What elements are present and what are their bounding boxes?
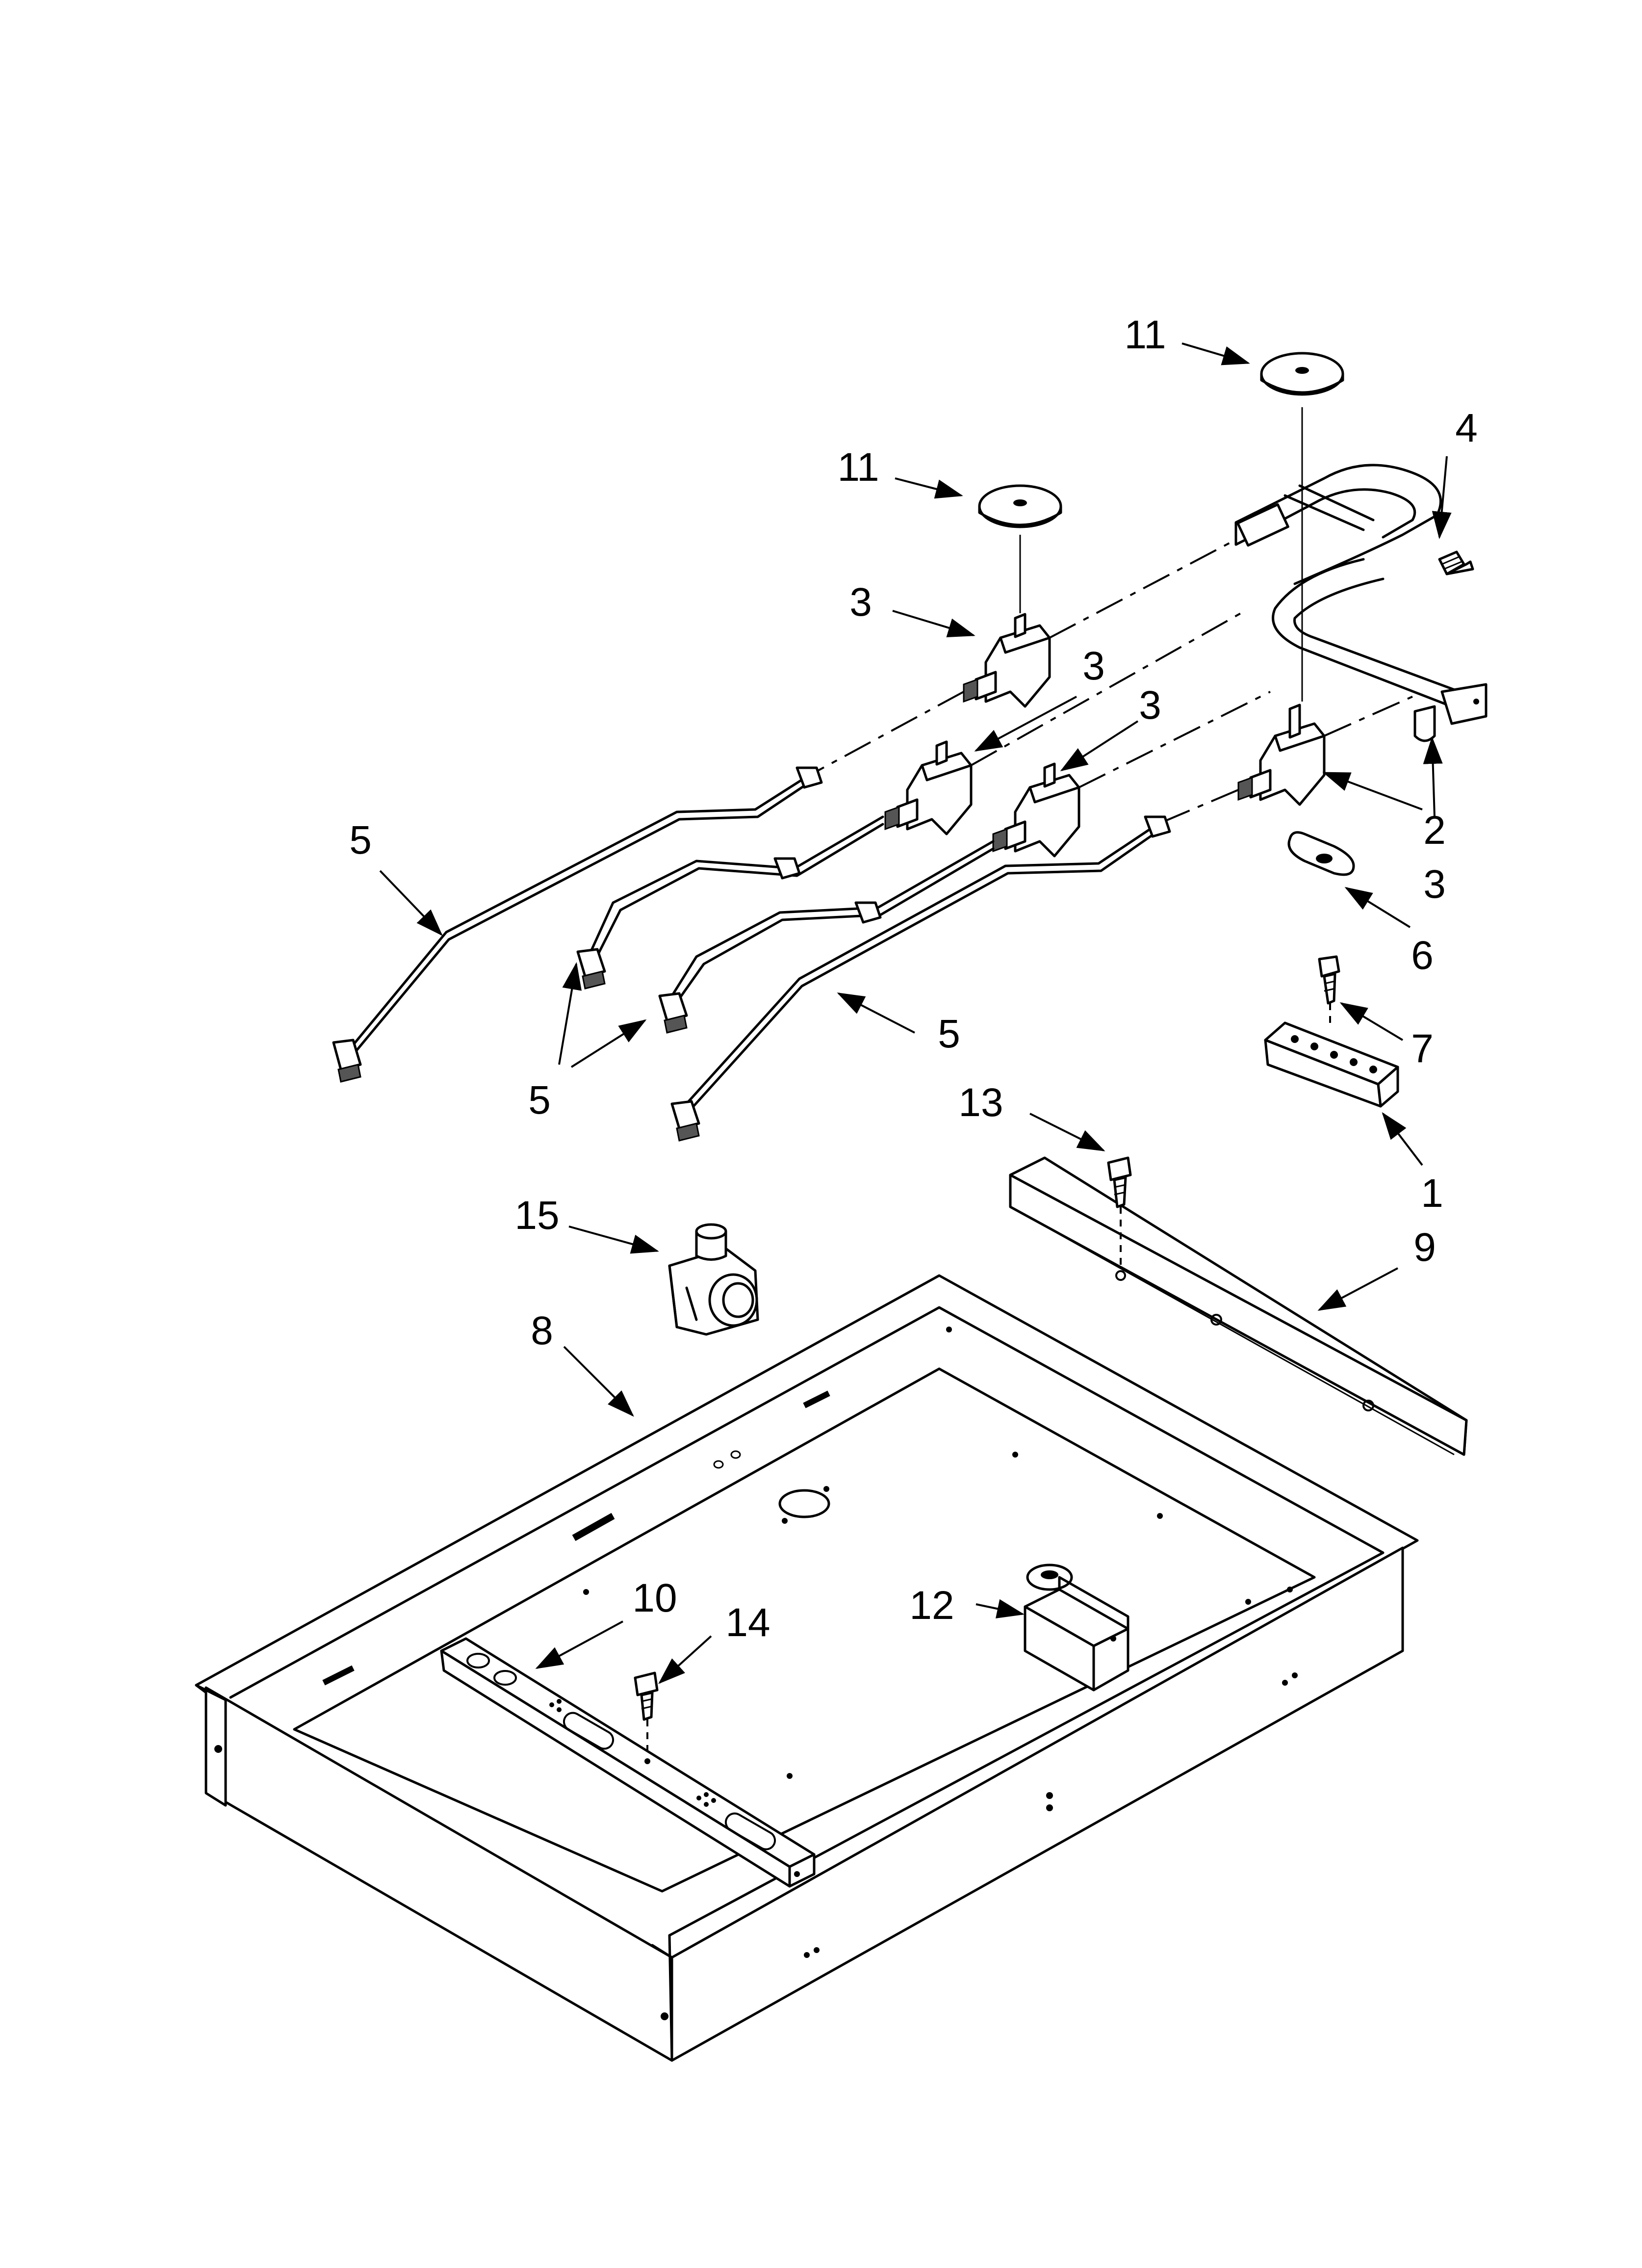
valve-1 xyxy=(963,613,1051,708)
burner-screw xyxy=(1438,550,1474,575)
callout-5-left: 5 xyxy=(349,818,372,862)
callout-6: 6 xyxy=(1411,933,1434,978)
callout-15: 15 xyxy=(514,1193,559,1238)
callout-1: 1 xyxy=(1421,1171,1443,1216)
electrical-box xyxy=(1024,1576,1129,1692)
callout-14: 14 xyxy=(725,1600,770,1645)
bracket-screw xyxy=(1318,955,1340,1028)
callout-11-left: 11 xyxy=(837,445,879,490)
rail-screw xyxy=(1107,1156,1132,1281)
support-bar xyxy=(440,1637,816,1888)
callout-13: 13 xyxy=(958,1080,1003,1125)
burner-cap-right xyxy=(1260,352,1344,396)
rear-rail xyxy=(1009,1156,1468,1456)
callout-10: 10 xyxy=(632,1576,677,1620)
callout-4: 4 xyxy=(1455,406,1478,450)
burner-tube xyxy=(1234,464,1488,742)
callout-2: 2 xyxy=(1423,808,1446,853)
burner-cap-left xyxy=(978,484,1062,528)
valve-2 xyxy=(884,740,973,835)
callout-8: 8 xyxy=(531,1308,553,1353)
callout-labels: 11 11 4 3 3 3 3 2 5 5 5 6 7 1 13 9 15 8 … xyxy=(349,313,1478,1645)
gas-tube-1 xyxy=(332,766,823,1083)
mounting-bracket xyxy=(1264,1021,1399,1108)
callout-3-right: 3 xyxy=(1423,862,1446,907)
gas-tube-3 xyxy=(658,840,995,1034)
callout-3-top: 3 xyxy=(849,580,872,625)
gas-tube-4 xyxy=(670,815,1171,1142)
pressure-regulator xyxy=(668,1223,759,1336)
callout-9: 9 xyxy=(1413,1225,1436,1270)
callout-5-bottom: 5 xyxy=(528,1078,551,1122)
callout-7: 7 xyxy=(1411,1026,1434,1071)
base-pan xyxy=(195,1274,1419,2062)
gasket xyxy=(1287,831,1355,876)
leader-arrows xyxy=(379,342,1452,1684)
gas-tube-2 xyxy=(576,815,884,990)
valve-3 xyxy=(992,762,1080,858)
callout-11-right: 11 xyxy=(1124,313,1166,357)
callout-3-mid-right: 3 xyxy=(1139,683,1161,728)
valve-4 xyxy=(1237,704,1326,806)
support-bar-screw xyxy=(634,1671,659,1764)
callout-3-mid-left: 3 xyxy=(1082,644,1105,688)
callout-12: 12 xyxy=(909,1583,954,1628)
callout-5-right: 5 xyxy=(938,1012,960,1056)
